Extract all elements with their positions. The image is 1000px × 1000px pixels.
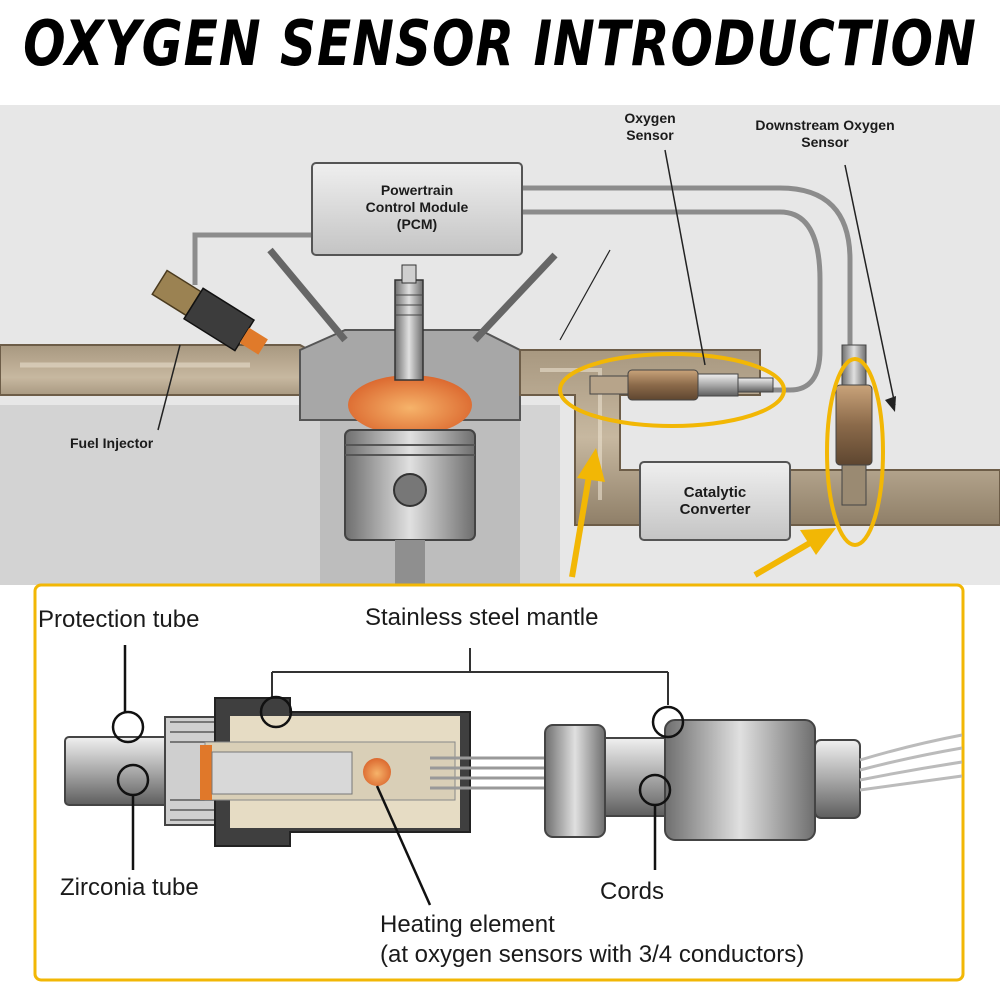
downstream-sensor-label-line2: Sensor [801,134,849,150]
pcm-label-line1: Powertrain [380,182,454,198]
sensor-cutaway [64,697,963,847]
pcm-label-line2: Control Module [365,199,469,215]
callout-markers [111,645,685,906]
cutaway-panel [33,583,965,982]
catalytic-label-line2: Converter [679,501,751,518]
catalytic-converter-label: Catalytic Converter [650,484,780,518]
pcm-box [311,162,523,256]
protection-tube-label: Protection tube [38,606,200,633]
fuel-injector-label: Fuel Injector [70,435,154,451]
stainless-mantle-label: Stainless steel mantle [365,604,599,631]
zirconia-tube-label: Zirconia tube [60,874,199,901]
page-title: OXYGEN SENSOR INTRODUCTION [23,7,977,80]
downstream-sensor-label-line1: Downstream Oxygen [755,117,895,133]
catalytic-converter [639,461,791,541]
oxygen-sensor-label-line1: Oxygen [624,110,676,126]
upstream-oxygen-sensor [589,369,774,401]
heating-element-line1: Heating element [380,911,555,938]
downstream-sensor-label: Downstream Oxygen Sensor [735,117,915,151]
heating-element-label: Heating element (at oxygen sensors with … [380,910,804,970]
oxygen-sensor-label-line2: Sensor [626,127,674,143]
piston [344,429,476,585]
pcm-label-line3: (PCM) [396,216,438,232]
heating-element-line2: (at oxygen sensors with 3/4 conductors) [380,941,805,968]
catalytic-label-line1: Catalytic [683,484,747,501]
pcm-label: Powertrain Control Module (PCM) [322,182,512,233]
oxygen-sensor-label: Oxygen Sensor [605,110,695,144]
cords-label: Cords [600,878,665,905]
highlight-markers [157,149,896,578]
pcm-wiring [192,185,853,393]
downstream-oxygen-sensor [835,344,873,506]
fuel-injector [151,269,268,355]
